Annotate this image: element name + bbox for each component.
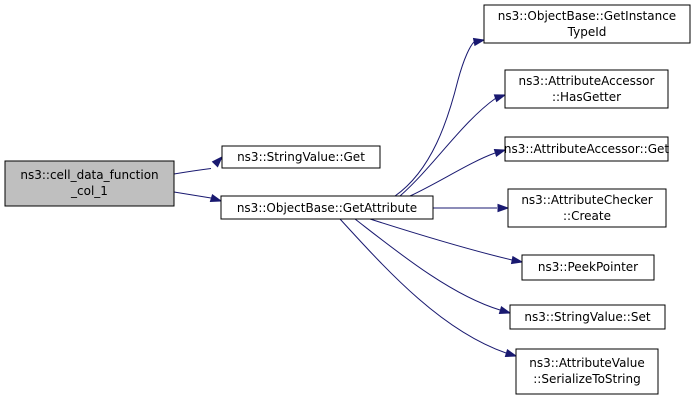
- arrowhead: [493, 94, 507, 103]
- arrowhead: [504, 348, 518, 358]
- edge-getattribute-to-peekpointer: [369, 218, 524, 265]
- node-label-line-1: ns3::AttributeAccessor: [519, 74, 655, 88]
- node-objectbase-getattribute[interactable]: ns3::ObjectBase::GetAttribute: [220, 195, 434, 220]
- node-stringvalue-set[interactable]: ns3::StringValue::Set: [509, 304, 666, 330]
- node-label-line-1: ns3::AttributeChecker: [521, 193, 652, 207]
- arrowhead: [497, 203, 510, 213]
- edge-root-to-getattribute: [173, 191, 223, 203]
- arrowhead: [510, 255, 524, 265]
- node-cell-data-function-col-1[interactable]: ns3::cell_data_function _col_1: [4, 160, 175, 207]
- node-objectbase-getinstancetypeid[interactable]: ns3::ObjectBase::GetInstance TypeId: [483, 4, 691, 44]
- edge-root-to-stringvalue-get: [173, 155, 224, 175]
- edge-getattribute-to-getinstancetypeid: [394, 37, 486, 197]
- node-label: ns3::ObjectBase::GetAttribute: [237, 201, 417, 215]
- arrowhead: [211, 155, 224, 168]
- node-label-line-1: ns3::cell_data_function: [20, 168, 158, 182]
- node-attributechecker-create[interactable]: ns3::AttributeChecker ::Create: [507, 188, 667, 228]
- node-attributevalue-serializetostring[interactable]: ns3::AttributeValue ::SerializeToString: [515, 348, 659, 395]
- arrowhead: [498, 305, 512, 315]
- node-label: ns3::AttributeAccessor::Get: [504, 142, 669, 156]
- node-label: ns3::StringValue::Get: [237, 150, 365, 164]
- arrowhead: [209, 193, 223, 203]
- node-label-line-2: ::Create: [563, 209, 611, 223]
- node-label-line-2: ::SerializeToString: [533, 372, 641, 386]
- node-stringvalue-get[interactable]: ns3::StringValue::Get: [221, 145, 381, 169]
- edge-getattribute-to-accessor-get: [409, 148, 507, 197]
- edge-getattribute-to-hasgetter: [399, 94, 507, 197]
- node-label: ns3::StringValue::Set: [524, 310, 650, 324]
- node-label-line-2: _col_1: [70, 184, 108, 198]
- arrowhead: [472, 37, 486, 47]
- node-attributeaccessor-hasgetter[interactable]: ns3::AttributeAccessor ::HasGetter: [504, 69, 669, 109]
- edge-getattribute-to-checker-create: [432, 203, 510, 213]
- node-label-line-1: ns3::ObjectBase::GetInstance: [498, 9, 676, 23]
- node-label-line-2: TypeId: [567, 25, 607, 39]
- node-label: ns3::PeekPointer: [538, 260, 638, 274]
- node-attributeaccessor-get[interactable]: ns3::AttributeAccessor::Get: [504, 136, 669, 162]
- edge-getattribute-to-serializetostring: [339, 218, 518, 358]
- node-label-line-2: ::HasGetter: [552, 90, 621, 104]
- arrowhead: [493, 148, 507, 158]
- node-label-line-1: ns3::AttributeValue: [529, 356, 645, 370]
- edge-getattribute-to-stringvalue-set: [354, 218, 512, 315]
- node-peekpointer[interactable]: ns3::PeekPointer: [521, 254, 655, 281]
